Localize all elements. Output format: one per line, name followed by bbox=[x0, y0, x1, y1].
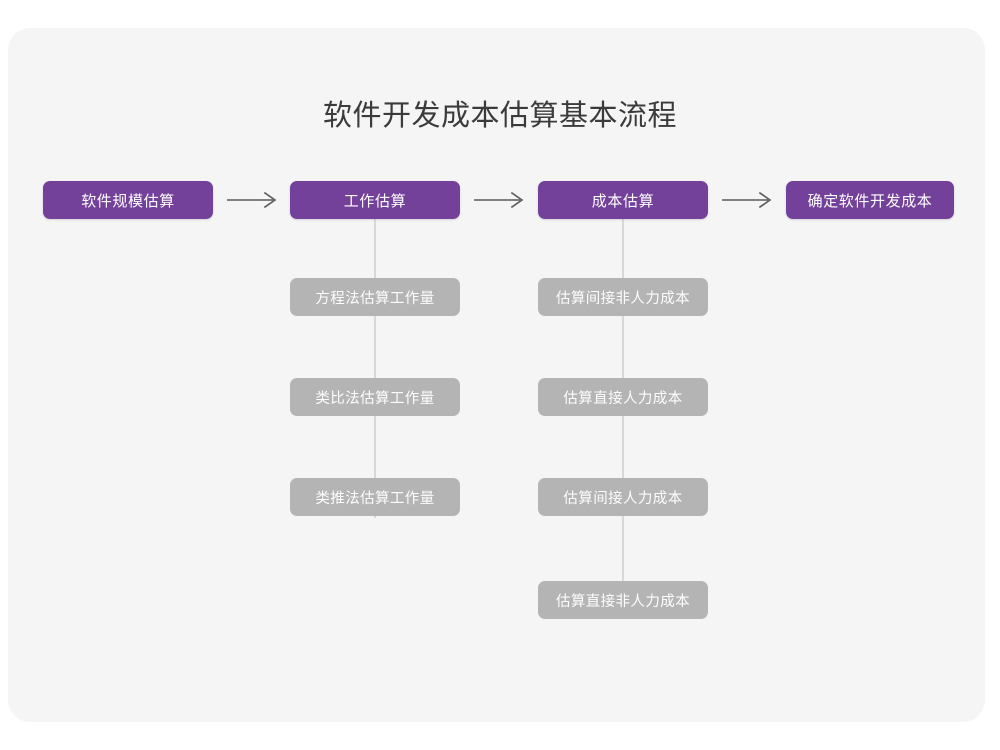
flow-node-label: 方程法估算工作量 bbox=[315, 290, 435, 307]
flow-node-label: 类推法估算工作量 bbox=[315, 490, 435, 507]
arrow-right-icon bbox=[472, 190, 532, 210]
flow-node-effort2[interactable]: 类比法估算工作量 bbox=[290, 378, 460, 416]
flow-node-label: 估算间接非人力成本 bbox=[555, 290, 691, 307]
flow-node-label: 软件规模估算 bbox=[81, 191, 175, 210]
flow-node-label: 成本估算 bbox=[591, 191, 655, 210]
diagram-card bbox=[8, 28, 985, 722]
connector-line-effort bbox=[374, 218, 376, 518]
flow-node-label: 估算间接人力成本 bbox=[563, 490, 683, 507]
flow-node-cost3[interactable]: 估算间接人力成本 bbox=[538, 478, 708, 516]
flow-node-step3[interactable]: 成本估算 bbox=[538, 181, 708, 219]
flow-node-step4[interactable]: 确定软件开发成本 bbox=[786, 181, 954, 219]
page-title: 软件开发成本估算基本流程 bbox=[322, 98, 677, 132]
flow-node-label: 估算直接人力成本 bbox=[563, 390, 683, 407]
flow-node-step1[interactable]: 软件规模估算 bbox=[43, 181, 213, 219]
flow-node-step2[interactable]: 工作估算 bbox=[290, 181, 460, 219]
flow-node-label: 确定软件开发成本 bbox=[807, 191, 933, 210]
flow-node-effort1[interactable]: 方程法估算工作量 bbox=[290, 278, 460, 316]
connector-line-cost bbox=[622, 218, 624, 618]
flow-node-label: 工作估算 bbox=[343, 191, 407, 210]
flow-node-cost1[interactable]: 估算间接非人力成本 bbox=[538, 278, 708, 316]
arrow-right-icon bbox=[225, 190, 285, 210]
arrow-right-icon bbox=[720, 190, 780, 210]
flow-node-label: 类比法估算工作量 bbox=[315, 390, 435, 407]
flow-node-cost2[interactable]: 估算直接人力成本 bbox=[538, 378, 708, 416]
flow-node-effort3[interactable]: 类推法估算工作量 bbox=[290, 478, 460, 516]
flow-node-label: 估算直接非人力成本 bbox=[555, 593, 691, 610]
flow-node-cost4[interactable]: 估算直接非人力成本 bbox=[538, 581, 708, 619]
